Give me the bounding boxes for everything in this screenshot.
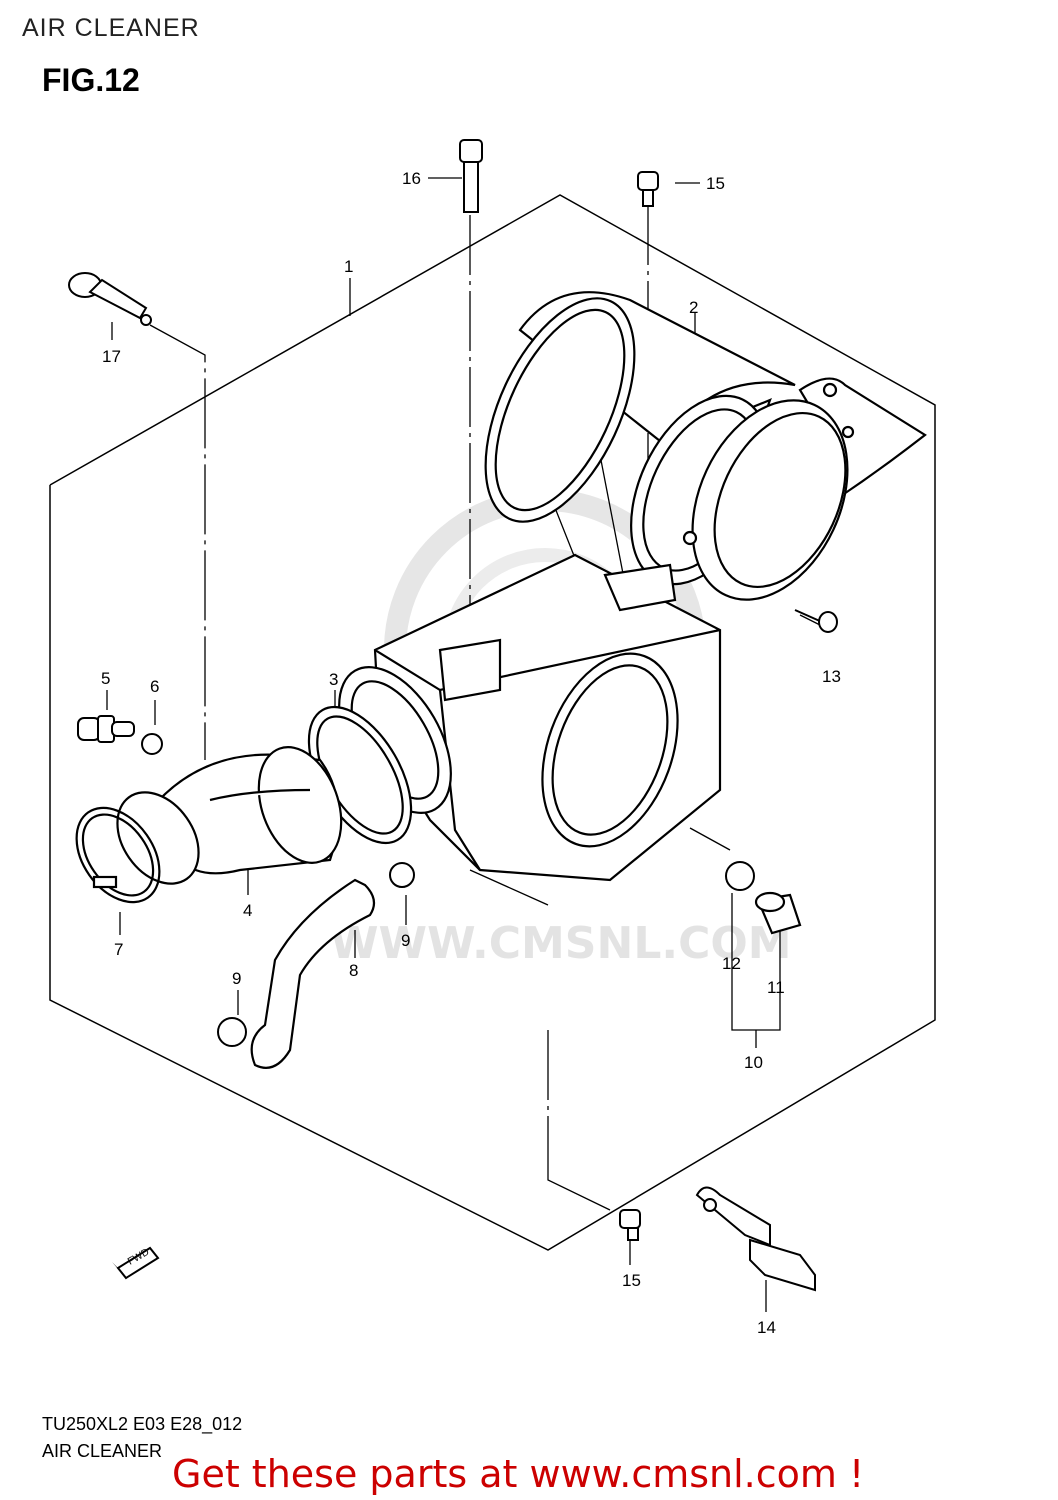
callout-13: 13	[822, 667, 841, 686]
footer-caption: AIR CLEANER	[42, 1441, 163, 1461]
callout-16: 16	[402, 169, 421, 188]
screw-13	[794, 609, 838, 633]
promo-link-text[interactable]: Get these parts at www.cmsnl.com !	[172, 1452, 865, 1496]
assembly-outline	[49, 194, 936, 1251]
callout-12: 12	[722, 954, 741, 973]
filter-cap-ring	[682, 377, 927, 601]
fastener-17	[68, 272, 152, 326]
callout-3: 3	[329, 670, 338, 689]
callout-7: 7	[114, 940, 123, 959]
model-code: TU250XL2 E03 E28_012	[42, 1414, 243, 1434]
callout-6: 6	[150, 677, 159, 696]
hose-clips	[141, 733, 755, 1047]
callout-labels: 1 2 3 4 5 6 7 8 9 9 10 11 12 13 14 15 15…	[101, 169, 841, 1337]
bracket-14	[695, 1186, 816, 1292]
drain-hose	[250, 878, 376, 1069]
fwd-arrow-icon: FWD	[112, 1246, 160, 1280]
breather-fitting	[77, 715, 135, 743]
callout-9a: 9	[401, 931, 410, 950]
inlet-pipe	[116, 746, 343, 885]
callout-1: 1	[344, 257, 353, 276]
hose-clamp	[75, 806, 161, 904]
callout-15b: 15	[622, 1271, 641, 1290]
callout-9b: 9	[232, 969, 241, 988]
callout-2: 2	[689, 298, 698, 317]
bolt-15	[619, 171, 659, 1241]
callout-14: 14	[757, 1318, 776, 1337]
callout-5: 5	[101, 669, 110, 688]
page-header-title: AIR CLEANER	[22, 14, 200, 42]
callout-10: 10	[744, 1053, 763, 1072]
callout-11: 11	[767, 978, 785, 997]
figure-number: FIG.12	[42, 62, 140, 98]
callout-15a: 15	[706, 174, 725, 193]
callout-8: 8	[349, 961, 358, 980]
bolt-16	[459, 139, 483, 213]
callout-4: 4	[243, 901, 252, 920]
watermark-text: WWW.CMSNL.COM	[330, 918, 792, 969]
drain-cap	[754, 891, 802, 935]
callout-17: 17	[102, 347, 121, 366]
